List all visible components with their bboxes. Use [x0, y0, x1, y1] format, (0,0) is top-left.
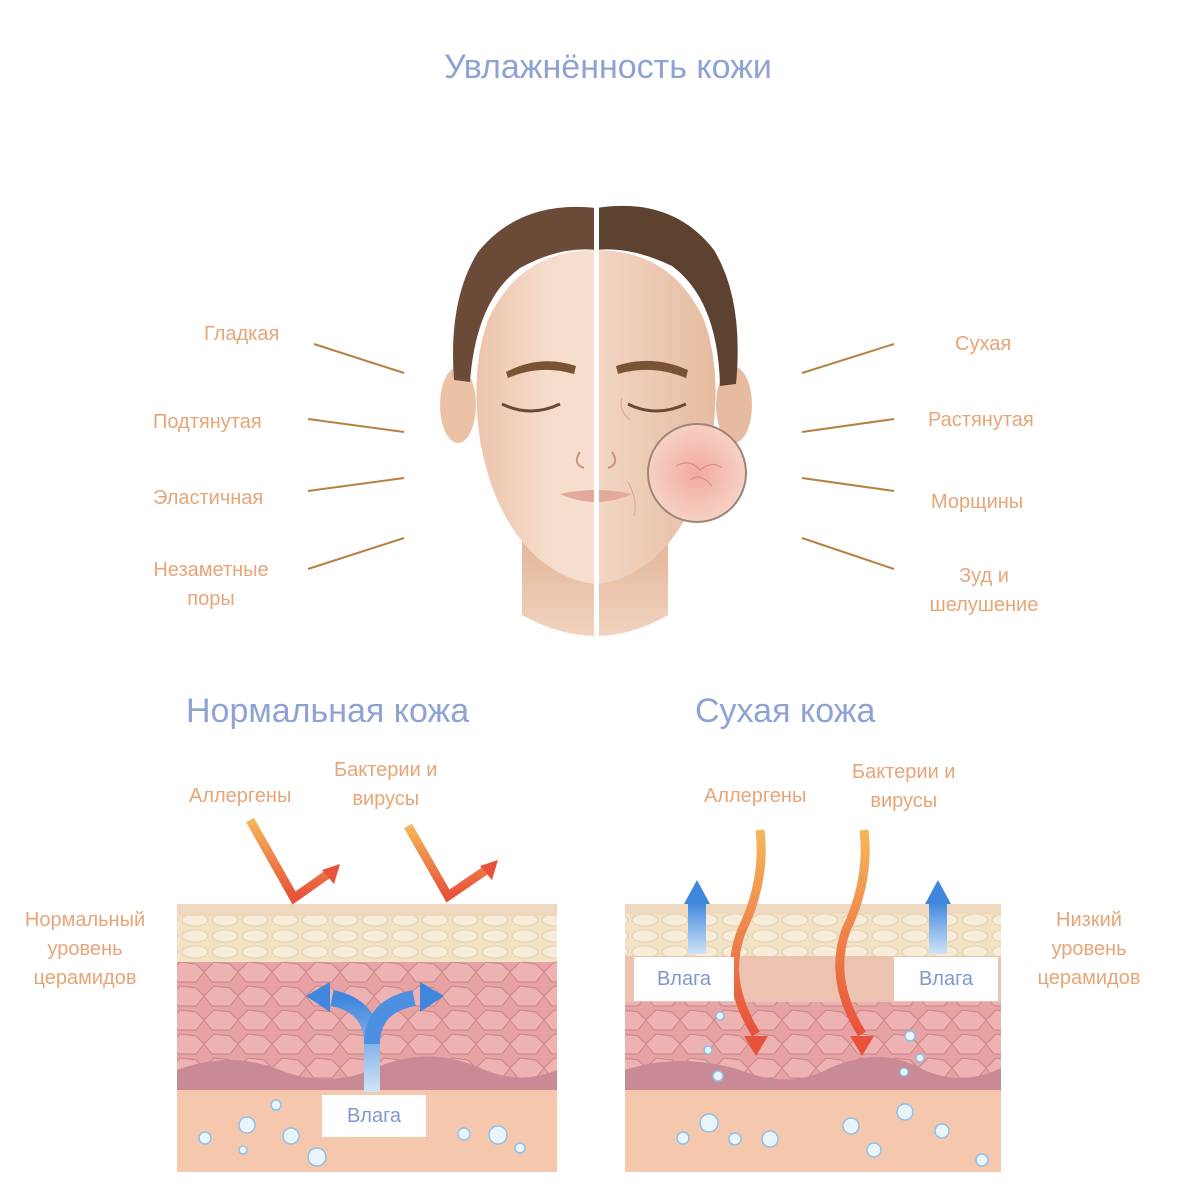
dry-skin-title: Сухая кожа	[695, 692, 876, 730]
label-wrinkles: Морщины	[931, 491, 1024, 513]
dry-moisture-label-right: Влага	[894, 957, 998, 1001]
dry-ceramide-line2: уровень	[1051, 938, 1127, 960]
dry-moisture-label-left: Влага	[634, 957, 734, 1001]
label-itch: Зуд и шелушение	[924, 562, 1044, 620]
label-toned: Подтянутая	[153, 411, 262, 433]
normal-skin-title: Нормальная кожа	[186, 692, 470, 730]
label-itch-line1: Зуд и	[959, 565, 1009, 587]
normal-bacteria-label: Бактерии и вирусы	[334, 756, 437, 814]
dry-ceramide-line1: Низкий	[1056, 909, 1122, 931]
normal-moisture-label: Влага	[322, 1095, 426, 1137]
normal-ceramide-label: Нормальный уровень церамидов	[18, 906, 152, 993]
page-title: Увлажнённость кожи	[444, 48, 772, 86]
dry-ceramide-line3: церамидов	[1037, 967, 1141, 989]
normal-bacteria-line1: Бактерии и	[334, 759, 438, 781]
dry-ceramide-label: Низкий уровень церамидов	[1030, 906, 1148, 993]
label-pores-line2: поры	[187, 588, 235, 610]
normal-bacteria-line2: вирусы	[352, 788, 420, 810]
normal-ceramide-line2: уровень	[47, 938, 123, 960]
normal-ceramide-line1: Нормальный	[24, 909, 146, 931]
dry-allergens-label: Аллергены	[704, 785, 807, 807]
normal-allergens-label: Аллергены	[189, 785, 292, 807]
dry-bacteria-label: Бактерии и вирусы	[852, 758, 955, 816]
label-stretched: Растянутая	[928, 409, 1034, 431]
normal-ceramide-line3: церамидов	[33, 967, 137, 989]
label-itch-line2: шелушение	[929, 594, 1039, 616]
dry-bacteria-line1: Бактерии и	[852, 761, 956, 783]
label-pores-line1: Незаметные	[153, 559, 269, 581]
label-elastic: Эластичная	[153, 487, 264, 509]
dry-bacteria-line2: вирусы	[870, 790, 938, 812]
label-smooth: Гладкая	[204, 323, 280, 345]
label-pores: Незаметные поры	[148, 556, 274, 614]
label-dry: Сухая	[955, 333, 1012, 355]
